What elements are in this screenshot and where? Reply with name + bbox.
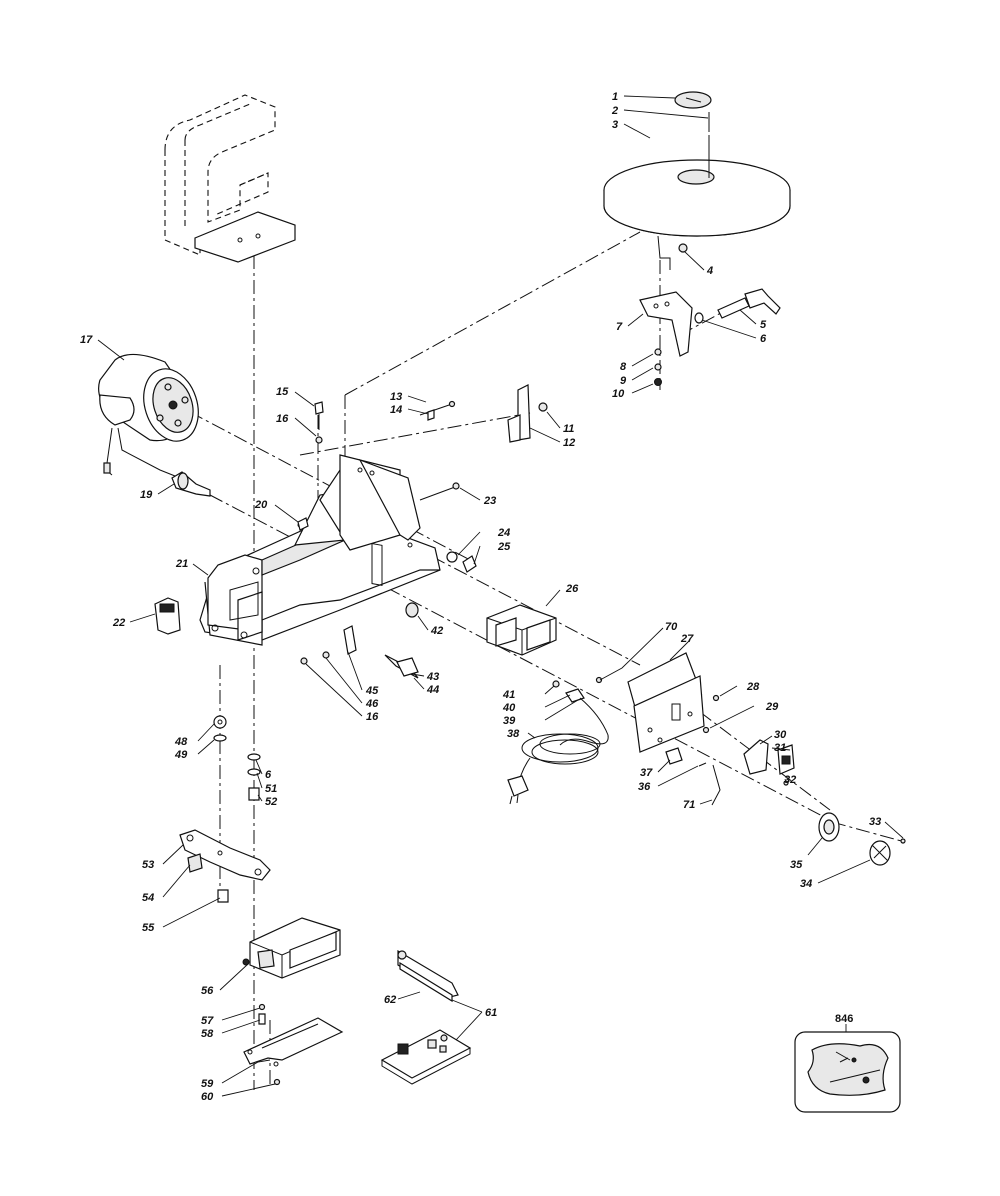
switch-housing	[486, 604, 557, 656]
label-part: 15	[276, 386, 289, 398]
label-part: 58	[201, 1028, 214, 1040]
label-part: 56	[201, 985, 214, 997]
label-part: 12	[563, 437, 575, 449]
lower-link	[300, 602, 419, 679]
label-part: 39	[503, 715, 516, 727]
label-part: 61	[485, 1007, 497, 1019]
bottom-plate	[243, 1003, 344, 1086]
power-cord	[507, 680, 609, 805]
label-part: 71	[683, 799, 695, 811]
label-part: 22	[112, 617, 125, 629]
label-part: 29	[765, 701, 779, 713]
label-part: 41	[502, 689, 515, 701]
label-part: 6	[760, 333, 767, 345]
label-part: 40	[502, 702, 516, 714]
circuit-board	[380, 949, 472, 1085]
label-part: 21	[175, 558, 188, 570]
label-inset: 846	[835, 1013, 853, 1025]
speed-knob	[818, 812, 906, 866]
label-part: 52	[265, 796, 277, 808]
label-part: 44	[426, 684, 439, 696]
label-part: 60	[201, 1091, 214, 1103]
label-part: 6	[265, 769, 272, 781]
label-part: 3	[612, 119, 618, 131]
label-part: 4	[706, 265, 713, 277]
mounting-bracket	[179, 829, 271, 903]
motor	[98, 353, 211, 497]
label-part: 8	[620, 361, 627, 373]
label-part: 26	[565, 583, 579, 595]
label-part: 59	[201, 1078, 214, 1090]
label-part: 7	[616, 321, 623, 333]
table-bracket	[639, 235, 781, 386]
saw-table	[603, 91, 791, 237]
label-part: 45	[365, 685, 379, 697]
label-part: 49	[174, 749, 188, 761]
label-part: 51	[265, 783, 277, 795]
label-part: 36	[638, 781, 651, 793]
fasteners-upper	[297, 384, 548, 573]
label-part: 13	[390, 391, 402, 403]
label-part: 53	[142, 859, 154, 871]
label-part: 42	[430, 625, 443, 637]
electrical-box	[242, 917, 341, 979]
inset-846: 846	[794, 1013, 901, 1113]
label-part: 43	[426, 671, 439, 683]
leader-lines	[97, 95, 904, 1097]
label-part: 57	[201, 1015, 214, 1027]
label-part: 10	[612, 388, 625, 400]
label-part: 37	[640, 767, 653, 779]
label-part: 70	[665, 621, 678, 633]
label-part: 46	[365, 698, 379, 710]
switch-panel	[595, 652, 720, 753]
label-part: 32	[784, 774, 796, 786]
label-part: 31	[774, 742, 786, 754]
strain-relief	[665, 747, 721, 806]
label-part: 16	[276, 413, 289, 425]
label-part: 16	[366, 711, 379, 723]
label-part: 38	[507, 728, 520, 740]
label-part: 28	[746, 681, 760, 693]
power-switch	[743, 739, 795, 786]
label-part: 2	[611, 105, 618, 117]
label-part: 9	[620, 375, 627, 387]
part-labels: 1 2 3 4 5 6 7 8 9 10 11 12 13 14 15 16 1…	[80, 91, 881, 1103]
label-part: 35	[790, 859, 803, 871]
label-part: 11	[563, 423, 574, 435]
label-part: 30	[774, 729, 787, 741]
washers-left	[213, 715, 261, 801]
label-part: 54	[142, 892, 154, 904]
label-part: 62	[384, 994, 396, 1006]
label-part: 23	[483, 495, 496, 507]
label-part: 1	[612, 91, 618, 103]
label-part: 55	[142, 922, 155, 934]
switch-clip	[154, 597, 181, 635]
label-part: 34	[800, 878, 812, 890]
label-part: 27	[680, 633, 694, 645]
label-part: 19	[140, 489, 153, 501]
label-part: 48	[174, 736, 188, 748]
label-part: 20	[254, 499, 268, 511]
label-part: 24	[497, 527, 510, 539]
base-frame	[199, 454, 441, 646]
label-part: 14	[390, 404, 402, 416]
upper-arm-bracket	[194, 211, 296, 263]
label-part: 25	[497, 541, 511, 553]
label-part: 5	[760, 319, 767, 331]
label-part: 33	[869, 816, 881, 828]
label-part: 17	[80, 334, 93, 346]
